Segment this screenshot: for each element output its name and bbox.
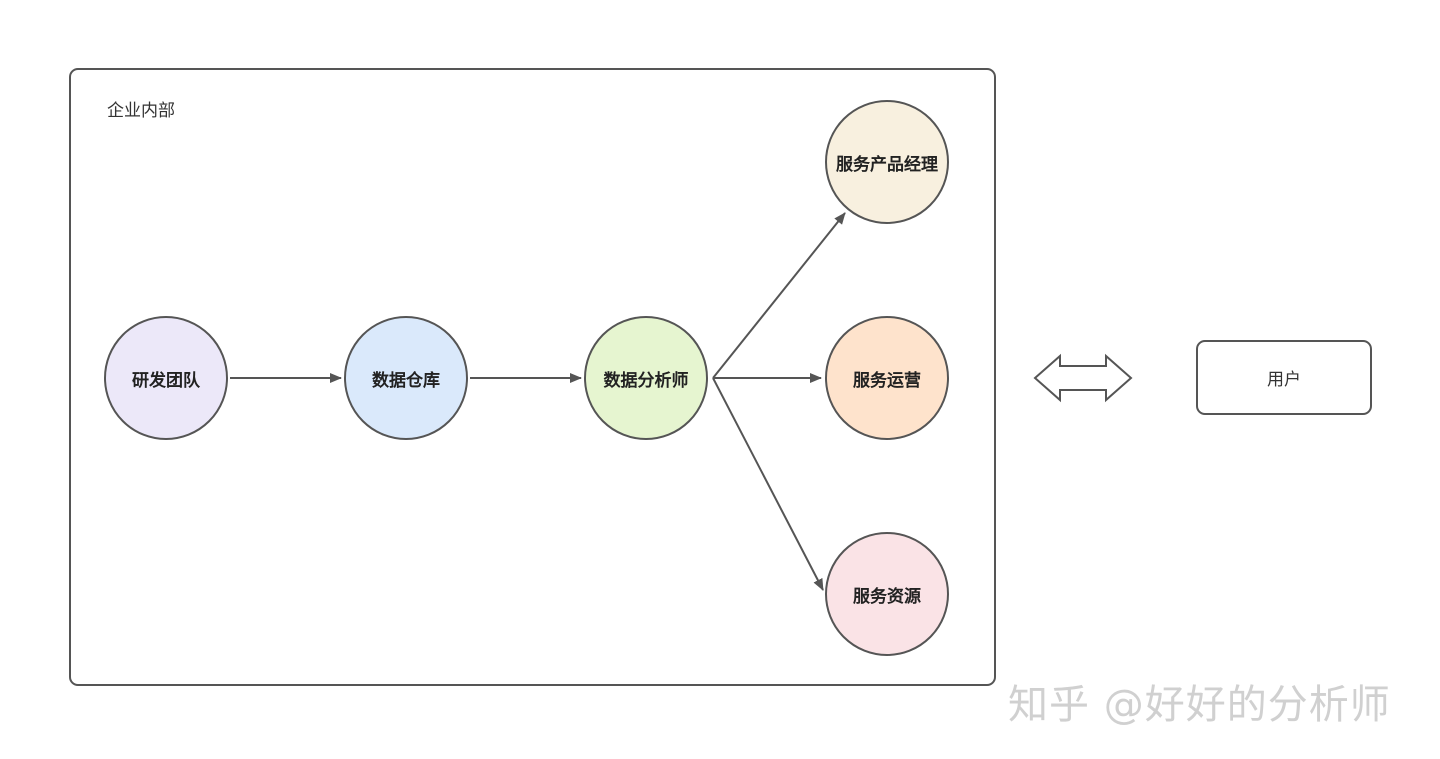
double-arrow-icon [1033,353,1133,403]
node-service-ops-label: 服务运营 [853,370,921,391]
node-data-analyst-label: 数据分析师 [603,370,689,391]
node-service-pm-label: 服务产品经理 [836,154,938,175]
watermark-text: 知乎 @好好的分析师 [1008,682,1391,728]
node-data-warehouse: 数据仓库 [344,316,468,440]
edge-analyst-to-pm [712,212,846,379]
user-label: 用户 [1267,370,1301,390]
node-service-resources: 服务资源 [825,532,949,656]
node-data-warehouse-label: 数据仓库 [372,370,440,391]
node-data-analyst: 数据分析师 [584,316,708,440]
node-rd-team: 研发团队 [104,316,228,440]
enterprise-label: 企业内部 [107,101,175,121]
node-service-pm: 服务产品经理 [825,100,949,224]
node-service-resources-label: 服务资源 [853,586,921,607]
node-service-ops: 服务运营 [825,316,949,440]
edge-analyst-to-resources [712,377,824,591]
user-box: 用户 [1196,340,1372,415]
node-rd-team-label: 研发团队 [132,370,200,391]
